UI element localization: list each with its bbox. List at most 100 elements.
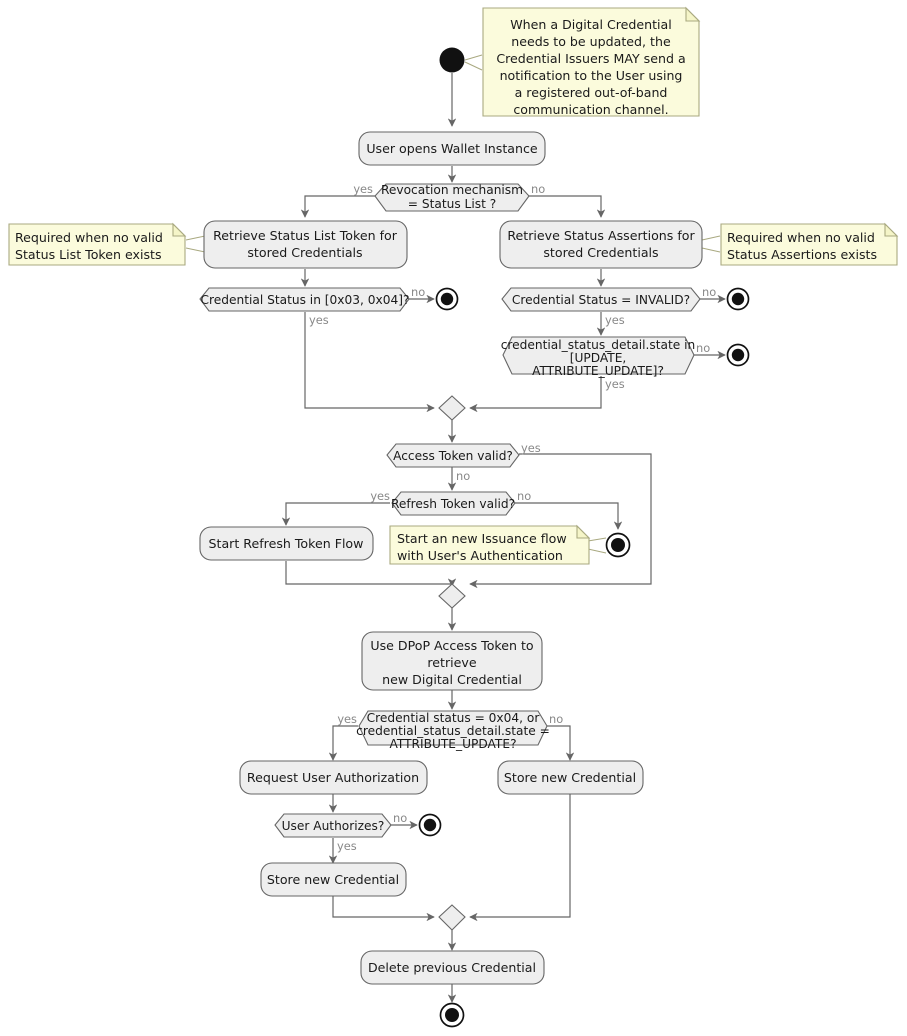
decision-revocation-line-1: = Status List ?	[408, 197, 496, 211]
decision-refresh-token-valid-shape[interactable]	[391, 491, 516, 516]
note-issuance-connector	[587, 537, 607, 554]
merge-node-1	[438, 395, 466, 421]
decision-access-token-valid[interactable]: Access Token valid? yes no	[386, 441, 541, 483]
activity-retrieve-status-list-line-0: Retrieve Status List Token for	[213, 228, 398, 243]
activity-user-opens-wallet-label: User opens Wallet Instance	[366, 141, 538, 156]
edge-revocation-yes	[300, 195, 377, 218]
merge-node-3	[438, 904, 466, 931]
decision-0x04-line-2: ATTRIBUTE_UPDATE?	[389, 737, 516, 751]
activity-store-new-credential-left[interactable]: Store new Credential	[260, 862, 407, 897]
decision-access-token-valid-shape[interactable]	[386, 443, 520, 468]
activity-start-refresh-token-flow[interactable]: Start Refresh Token Flow	[199, 526, 374, 561]
decision-user-authorizes-shape[interactable]	[274, 813, 392, 838]
decision-refresh-token-valid-label: Refresh Token valid?	[391, 497, 515, 511]
activity-store-new-credential-right-box[interactable]	[497, 760, 644, 795]
note-start-line-1: needs to be updated, the	[511, 34, 671, 49]
activity-retrieve-status-assertions-box[interactable]	[499, 220, 703, 269]
edge-detail-yes-to-merge	[469, 376, 602, 413]
activity-dpop-line-0: Use DPoP Access Token to	[370, 638, 534, 653]
activity-store-new-credential-left-box[interactable]	[260, 862, 407, 897]
note-status-assertions-fold	[884, 222, 899, 237]
activity-user-opens-wallet[interactable]: User opens Wallet Instance	[358, 131, 546, 166]
decision-revocation-line-0: Revocation mechanism	[381, 183, 523, 197]
edge-access-yes-bypass	[469, 453, 652, 589]
label-detail-no: no	[696, 341, 710, 355]
note-issuance-fold	[576, 524, 591, 539]
activity-use-dpop-access-token[interactable]: Use DPoP Access Token to retrieve new Di…	[361, 631, 543, 691]
decision-user-authorizes[interactable]: User Authorizes? no yes	[274, 811, 407, 853]
note-status-assertions-connector	[701, 235, 721, 253]
decision-credential-status-detail-state[interactable]: credential_status_detail.state in [UPDAT…	[501, 336, 710, 391]
label-access-token-yes: yes	[521, 441, 541, 455]
note-start-line-5: communication channel.	[513, 102, 668, 117]
decision-credential-status-range-shape[interactable]	[199, 287, 410, 312]
edge-refresh-yes	[281, 502, 390, 526]
decision-credential-status-range[interactable]: Credential Status in [0x03, 0x04]? no ye…	[199, 285, 425, 327]
note-start-line-3: notification to the User using	[500, 68, 683, 83]
start-node	[439, 47, 465, 73]
decision-credential-status-detail-shape[interactable]	[502, 336, 695, 375]
decision-credential-status-invalid-label: Credential Status = INVALID?	[512, 293, 690, 307]
activity-use-dpop-access-token-box[interactable]	[361, 631, 543, 691]
activity-start-refresh-token-flow-box[interactable]	[199, 526, 374, 561]
merge-node-2	[438, 583, 466, 609]
activity-request-user-authorization-label: Request User Authorization	[247, 770, 419, 785]
label-0x04-yes: yes	[337, 712, 357, 726]
decision-0x04-line-0: Credential status = 0x04, or	[367, 711, 541, 725]
decision-credential-status-invalid-shape[interactable]	[501, 287, 701, 312]
end-node-user-authorizes	[418, 813, 442, 837]
activity-store-new-credential-right[interactable]: Store new Credential	[497, 760, 644, 795]
label-status-invalid-yes: yes	[605, 313, 625, 327]
activity-retrieve-status-list-token-box[interactable]	[203, 220, 408, 269]
label-status-invalid-no: no	[702, 285, 716, 299]
note-status-list: Required when no valid Status List Token…	[8, 222, 206, 266]
note-start-line-4: a registered out-of-band	[515, 85, 668, 100]
end-node-issuance	[605, 532, 631, 558]
note-status-list-line-0: Required when no valid	[15, 230, 163, 245]
note-status-assertions-line-1: Status Assertions exists	[727, 247, 877, 262]
activity-delete-previous-credential-box[interactable]	[360, 950, 545, 985]
decision-credential-status-0x04-shape[interactable]	[358, 710, 548, 746]
end-node-status-invalid-inner	[731, 292, 745, 306]
activity-start-refresh-token-flow-label: Start Refresh Token Flow	[209, 536, 364, 551]
activity-store-new-credential-right-label: Store new Credential	[504, 770, 636, 785]
note-status-list-line-1: Status List Token exists	[15, 247, 162, 262]
decision-revocation-mechanism[interactable]: Revocation mechanism = Status List ? yes…	[353, 182, 545, 212]
decision-user-authorizes-label: User Authorizes?	[282, 819, 385, 833]
end-node-detail-state-inner	[731, 348, 745, 362]
label-refresh-token-yes: yes	[370, 489, 390, 503]
label-revocation-no: no	[531, 182, 545, 196]
note-start-line-0: When a Digital Credential	[510, 17, 672, 32]
activity-delete-previous-credential[interactable]: Delete previous Credential	[360, 950, 545, 985]
decision-credential-status-invalid[interactable]: Credential Status = INVALID? no yes	[501, 285, 716, 327]
activity-request-user-authorization[interactable]: Request User Authorization	[239, 760, 428, 795]
label-refresh-token-no: no	[517, 489, 531, 503]
note-start-body	[482, 7, 700, 117]
edge-status-range-yes-to-merge	[304, 312, 435, 413]
decision-refresh-token-valid[interactable]: Refresh Token valid? yes no	[370, 489, 531, 516]
activity-retrieve-status-list-token[interactable]: Retrieve Status List Token for stored Cr…	[203, 220, 408, 269]
activity-store-new-credential-left-label: Store new Credential	[267, 872, 399, 887]
note-issuance-line-1: with User's Authentication	[397, 548, 563, 563]
end-node-status-range-inner	[440, 292, 454, 306]
note-issuance-line-0: Start an new Issuance flow	[397, 531, 567, 546]
note-start-fold	[685, 6, 701, 22]
end-node-user-authorizes-inner	[423, 818, 437, 832]
activity-retrieve-status-assertions-line-0: Retrieve Status Assertions for	[507, 228, 695, 243]
activity-request-user-authorization-box[interactable]	[239, 760, 428, 795]
note-status-assertions: Required when no valid Status Assertions…	[701, 222, 899, 266]
end-node-issuance-inner	[611, 538, 625, 552]
decision-detail-line-0: credential_status_detail.state in	[501, 338, 696, 352]
decision-0x04-line-1: credential_status_detail.state =	[356, 724, 550, 738]
label-access-token-no: no	[456, 469, 470, 483]
label-detail-yes: yes	[605, 377, 625, 391]
label-0x04-no: no	[549, 712, 563, 726]
end-node-status-range	[435, 287, 459, 311]
decision-credential-status-0x04[interactable]: Credential status = 0x04, or credential_…	[337, 710, 563, 751]
activity-user-opens-wallet-box[interactable]	[358, 131, 546, 166]
activity-retrieve-status-assertions[interactable]: Retrieve Status Assertions for stored Cr…	[499, 220, 703, 269]
activity-dpop-line-1: retrieve	[427, 655, 476, 670]
label-status-range-yes: yes	[309, 313, 329, 327]
label-revocation-yes: yes	[353, 182, 373, 196]
decision-revocation-mechanism-shape[interactable]	[374, 183, 530, 212]
